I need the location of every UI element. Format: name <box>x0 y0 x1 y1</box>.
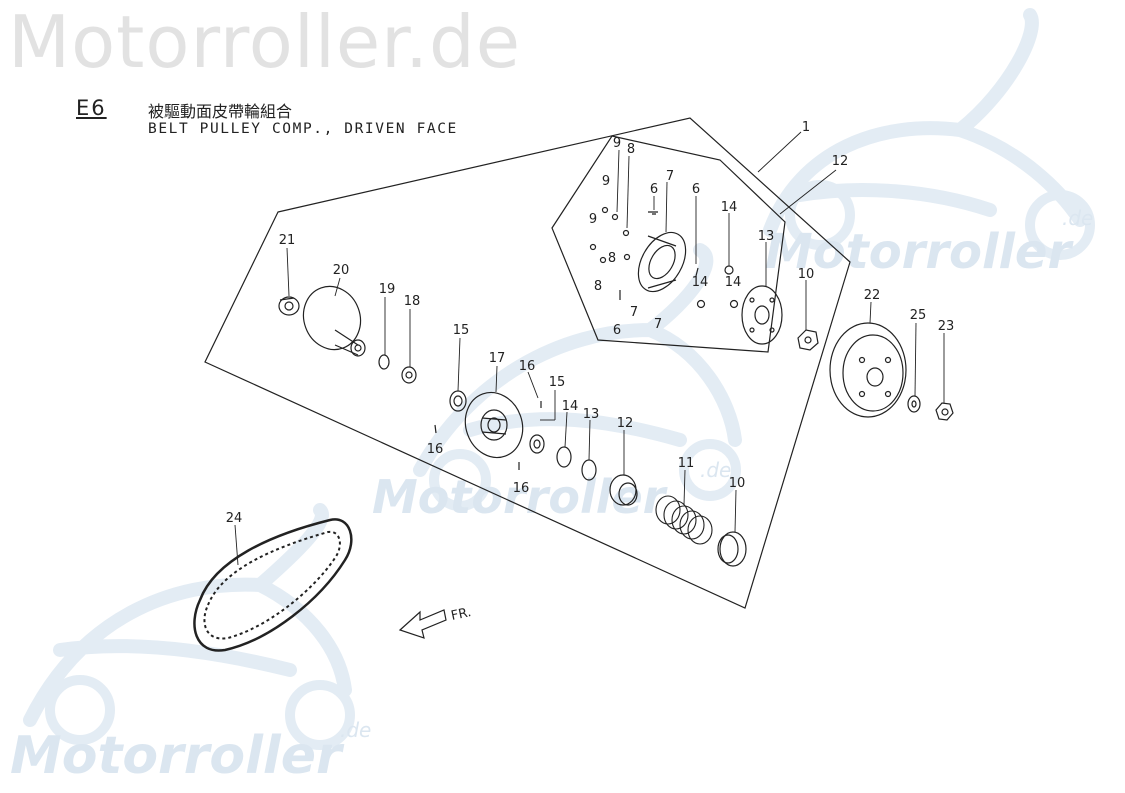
part-label-12: 12 <box>617 416 634 431</box>
bearing-21 <box>278 296 300 316</box>
part-label-16c: 16 <box>513 481 530 496</box>
movable-face-17 <box>464 391 524 459</box>
part-label-8c: 8 <box>594 279 602 294</box>
bearing-18 <box>401 366 417 384</box>
drive-belt-24 <box>193 518 353 652</box>
part-label-25: 25 <box>910 308 927 323</box>
oil-seal-15a <box>449 390 467 412</box>
part-label-5c: 14 <box>725 275 742 290</box>
part-label-9b: 9 <box>602 174 610 189</box>
part-label-20: 20 <box>333 263 350 278</box>
watermark-logo-3: Motorroller <box>10 726 342 786</box>
part-label-2: 10 <box>798 267 815 282</box>
clutch-outer-22 <box>829 322 907 418</box>
driven-face-20 <box>302 285 366 357</box>
clutch-springs-6 <box>619 211 699 300</box>
part-label-14: 14 <box>562 399 579 414</box>
part-label-6c: 6 <box>613 323 621 338</box>
part-label-8a: 8 <box>627 142 635 157</box>
part-label-19: 19 <box>379 282 396 297</box>
part-label-5a: 14 <box>721 200 738 215</box>
o-ring-14 <box>556 446 572 468</box>
part-label-1: 1 <box>802 120 810 135</box>
part-label-6b: 6 <box>692 182 700 197</box>
watermark-logo-1: Motorroller <box>765 224 1072 280</box>
part-label-16b: 16 <box>519 359 536 374</box>
ring-19 <box>378 354 390 370</box>
spring-11 <box>655 495 713 545</box>
title-english: BELT PULLEY COMP., DRIVEN FACE <box>148 121 458 137</box>
guide-pins-16 <box>434 401 542 470</box>
part-label-23: 23 <box>938 319 955 334</box>
front-direction-arrow-icon <box>398 609 447 639</box>
part-label-18: 18 <box>404 294 421 309</box>
part-label-9a: 9 <box>613 136 621 151</box>
part-label-6a: 6 <box>650 182 658 197</box>
clutch-shoes-7 <box>637 231 687 293</box>
nut-23 <box>935 402 954 421</box>
watermark-logo-1-suffix: .de <box>1062 206 1094 230</box>
part-label-24: 24 <box>226 511 243 526</box>
part-label-4: 13 <box>758 229 775 244</box>
section-code: E6 <box>76 96 107 120</box>
part-label-15b: 15 <box>549 375 566 390</box>
part-label-7c: 7 <box>654 317 662 332</box>
nut-2 <box>797 329 819 351</box>
watermark-logo-2-suffix: .de <box>700 458 732 482</box>
part-label-13: 13 <box>583 407 600 422</box>
part-label-9c: 9 <box>589 212 597 227</box>
part-label-3: 12 <box>832 154 849 169</box>
title-chinese: 被驅動面皮帶輪組合 <box>148 102 293 121</box>
part-label-5b: 14 <box>692 275 709 290</box>
clutch-plate-4 <box>741 285 783 345</box>
washers-8-9 <box>589 206 631 264</box>
direction-label: FR. <box>450 605 473 624</box>
part-label-21: 21 <box>279 233 296 248</box>
spring-seat-10 <box>717 531 747 567</box>
watermark-logo-2: Motorroller <box>372 470 666 524</box>
part-label-15a: 15 <box>453 323 470 338</box>
watermark-top: Motorroller.de <box>8 0 522 84</box>
watermark-logo-3-suffix: .de <box>340 718 372 742</box>
part-label-16a: 16 <box>427 442 444 457</box>
o-ring-13 <box>581 459 597 481</box>
oil-seal-15b <box>529 434 545 454</box>
assembly-outline <box>204 117 851 609</box>
washer-25 <box>907 395 921 413</box>
clutch-subassembly-outline <box>551 135 786 353</box>
part-label-22: 22 <box>864 288 881 303</box>
seal-collar-12 <box>609 474 638 506</box>
part-label-11: 11 <box>678 456 695 471</box>
part-label-7b: 7 <box>630 305 638 320</box>
part-label-8b: 8 <box>608 251 616 266</box>
part-label-7a: 7 <box>666 169 674 184</box>
part-label-10: 10 <box>729 476 746 491</box>
part-label-17: 17 <box>489 351 506 366</box>
